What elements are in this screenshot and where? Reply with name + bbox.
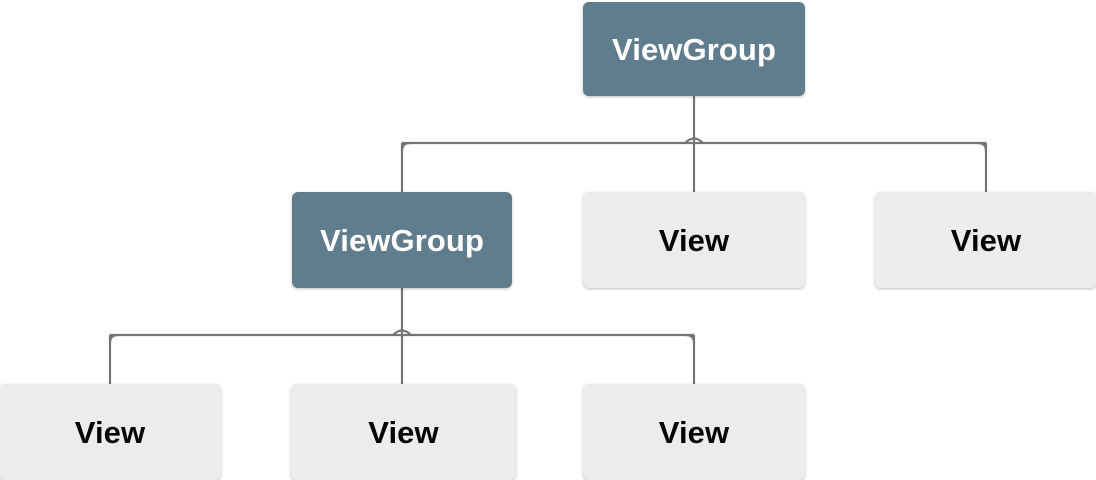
node-leaf-view-center[interactable]: View xyxy=(291,384,516,480)
connector-elbow xyxy=(977,141,988,152)
node-label: ViewGroup xyxy=(320,222,484,258)
node-label: ViewGroup xyxy=(612,31,776,67)
node-label: View xyxy=(950,222,1022,258)
node-child-view-center[interactable]: View xyxy=(583,192,805,288)
node-child-viewgroup[interactable]: ViewGroup xyxy=(292,192,512,288)
connector-junction-cusp xyxy=(684,137,704,144)
node-root-viewgroup[interactable]: ViewGroup xyxy=(583,2,805,96)
connector-elbow xyxy=(685,333,696,344)
node-leaf-view-right[interactable]: View xyxy=(583,384,805,480)
connector-elbow xyxy=(108,333,119,344)
node-leaf-view-left[interactable]: View xyxy=(0,384,221,480)
connector-elbow xyxy=(400,141,411,152)
connector-junction-cusp xyxy=(392,329,412,336)
node-label: View xyxy=(74,414,146,450)
node-child-view-right[interactable]: View xyxy=(875,192,1096,288)
node-label: View xyxy=(658,222,730,258)
node-label: View xyxy=(368,414,439,450)
node-label: View xyxy=(658,414,730,450)
